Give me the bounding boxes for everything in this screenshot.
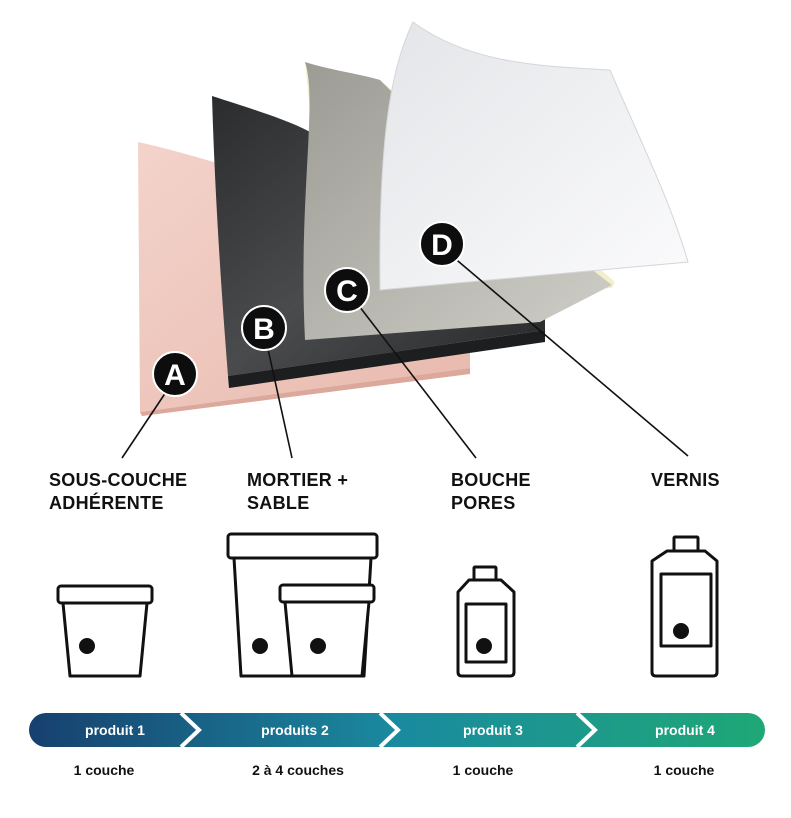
chevron-separator-1 (179, 711, 202, 749)
layer-badge-a: A (152, 351, 198, 397)
step-label-4: produit 4 (655, 722, 715, 738)
small-bucket-icon: B (278, 583, 376, 678)
coat-count-3: 1 couche (452, 762, 514, 778)
svg-text:D: D (431, 229, 453, 262)
process-arrow-bar (29, 711, 765, 749)
small-bucket-icon: A (56, 584, 154, 678)
layer-label-b: MORTIER + SABLE (247, 470, 349, 513)
small-bottle-icon: C (456, 565, 516, 678)
layer-label-a: SOUS-COUCHE ADHÉRENTE (49, 470, 188, 513)
large-bottle-icon: D (650, 535, 719, 678)
svg-text:C: C (336, 275, 358, 308)
svg-text:A: A (164, 359, 186, 392)
svg-text:D: D (677, 627, 685, 639)
layer-badge-d: D (419, 221, 465, 267)
chevron-separator-2 (378, 711, 401, 749)
step-label-3: produit 3 (463, 722, 523, 738)
svg-text:A: A (83, 642, 91, 654)
chevron-separator-3 (575, 711, 598, 749)
svg-text:B: B (256, 642, 264, 654)
layer-label-d: VERNIS (651, 470, 720, 490)
svg-text:B: B (253, 313, 275, 346)
layer-badge-c: C (324, 267, 370, 313)
layer-label-c: BOUCHE PORES (451, 470, 531, 513)
svg-text:C: C (480, 642, 488, 654)
coat-count-2: 2 à 4 couches (252, 762, 344, 778)
layer-d-sheet (379, 21, 689, 291)
layer-badge-b: B (241, 305, 287, 351)
coat-count-1: 1 couche (73, 762, 135, 778)
svg-text:B: B (314, 642, 322, 654)
step-label-1: produit 1 (85, 722, 145, 738)
coat-count-4: 1 couche (653, 762, 715, 778)
step-label-2: produits 2 (261, 722, 329, 738)
leader-lines (121, 255, 689, 459)
